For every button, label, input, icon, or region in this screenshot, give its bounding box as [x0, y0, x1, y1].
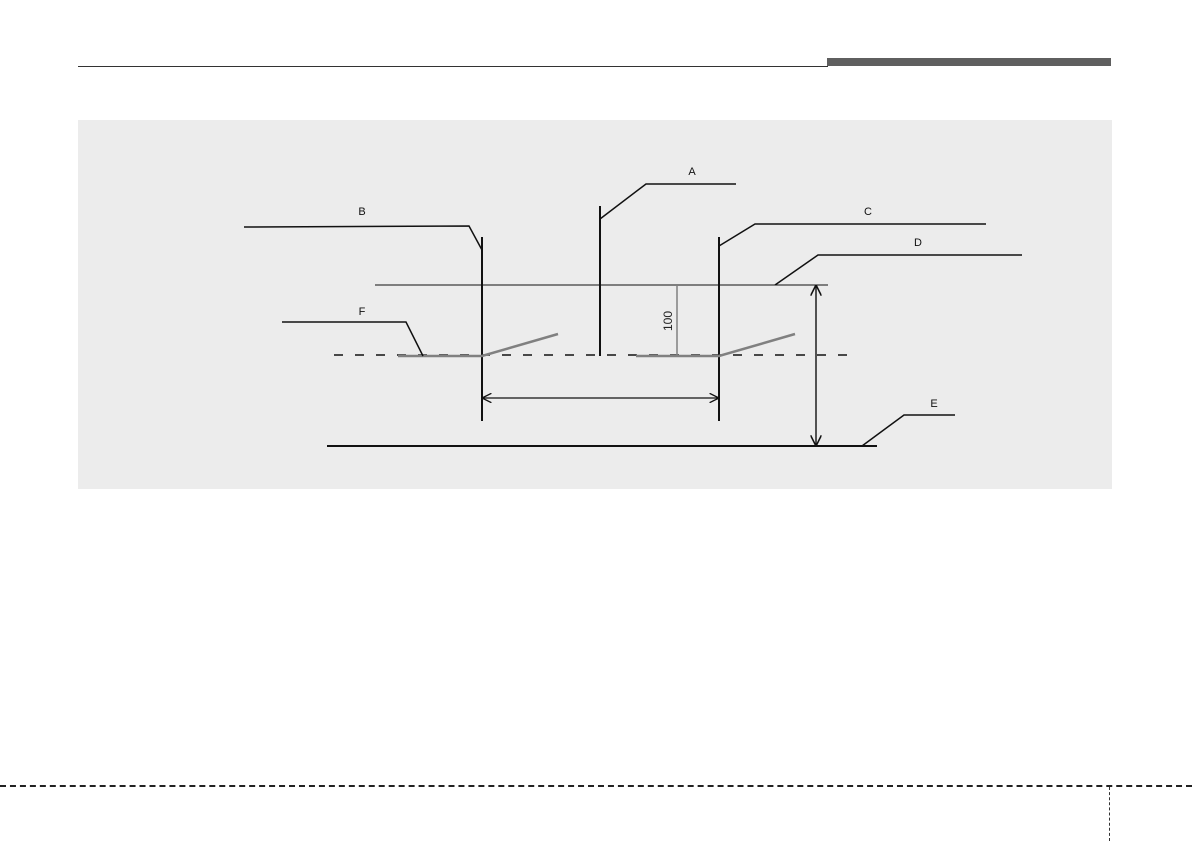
callout-d-label: D [914, 237, 922, 249]
callout-f-label: F [359, 306, 366, 318]
callout-d-leader [775, 255, 1022, 285]
callout-b-leader [244, 226, 482, 250]
callout-c-leader [719, 224, 986, 246]
cutoff-line-right [636, 334, 795, 356]
callout-b-label: B [358, 206, 365, 218]
callout-a-leader [600, 184, 736, 219]
footer-dotted-rule [0, 785, 1192, 787]
callout-c-label: C [864, 206, 872, 218]
callout-e-leader [862, 415, 955, 446]
footer-divider [1109, 787, 1110, 841]
dimension-100-label: 100 [661, 311, 675, 331]
callout-e-label: E [930, 398, 937, 410]
callout-f-leader [282, 322, 423, 356]
callout-a-label: A [688, 166, 696, 178]
